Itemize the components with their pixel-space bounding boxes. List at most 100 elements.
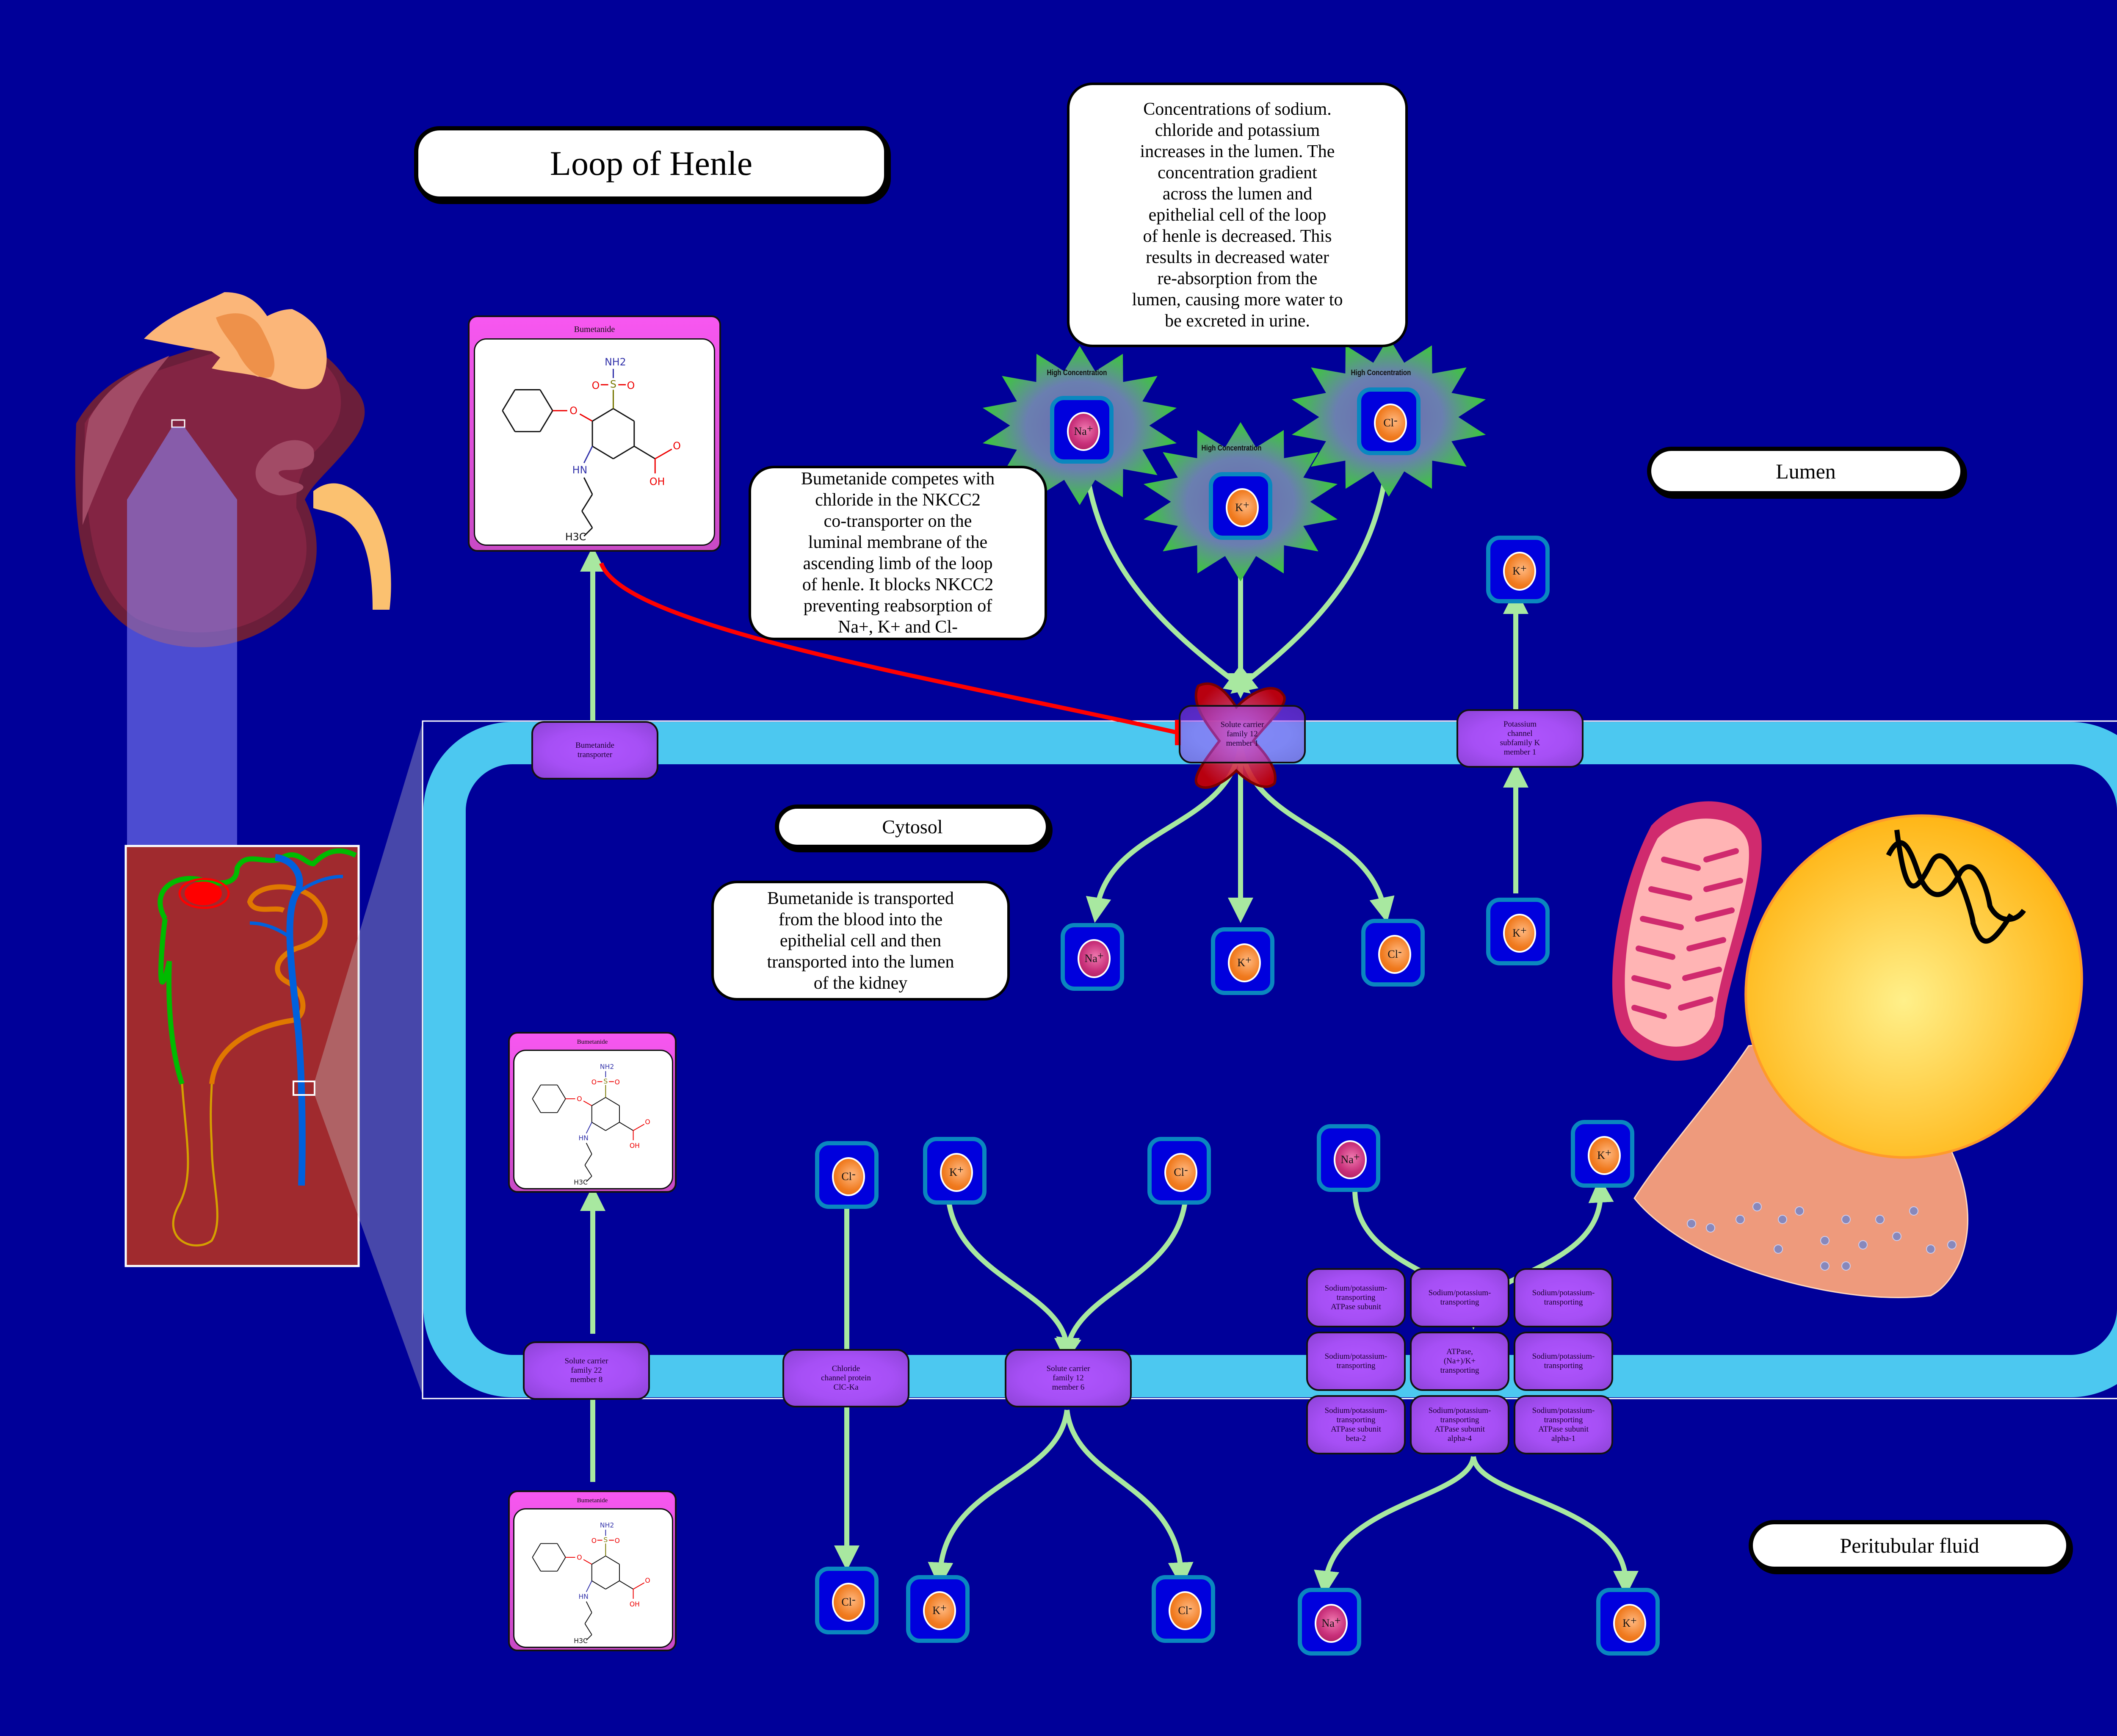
protein-slc12a6[interactable]: Solute carrier family 12 member 6 [1005,1349,1132,1407]
atom-label: H3C [574,1178,588,1186]
bond [586,1176,592,1182]
protein-atpase-subunit[interactable]: Sodium/potassium- transporting ATPase su… [1306,1395,1406,1454]
ion-k[interactable]: K+ [923,1137,987,1205]
protein-atpase-subunit[interactable]: Sodium/potassium- transporting [1410,1268,1509,1327]
ion-na[interactable]: Na+ [1050,396,1114,464]
ribosome-dot [1841,1215,1851,1224]
ion-k[interactable]: K+ [1596,1588,1660,1656]
bond [633,1582,645,1589]
kidney-illustration [75,292,391,847]
protein-nkcc2[interactable]: Solute carrier family 12 member 1 [1179,705,1306,763]
ribosome-dot [1774,1244,1783,1254]
bond [584,1165,592,1177]
k-ion-icon: K+ [1613,1604,1646,1643]
ribosome-dot [1706,1223,1715,1233]
ion-charge: - [1188,1602,1192,1614]
protein-atpase-subunit[interactable]: ATPase, (Na+)/K+ transporting [1410,1332,1509,1391]
ion-charge: + [1243,499,1249,511]
bond [586,1581,592,1592]
bond [581,494,593,511]
bond [634,445,655,459]
ion-symbol: K [1235,501,1244,514]
ribosome-dot [1909,1206,1918,1216]
ribosome-dot [1687,1219,1696,1228]
ion-cl[interactable]: Cl- [1357,387,1421,455]
bond [532,1543,541,1558]
ion-charge: + [1097,950,1104,962]
ion-cl[interactable]: Cl- [1147,1137,1211,1205]
bond [591,1580,606,1589]
atom-label: O [569,405,578,417]
bond [584,1612,592,1624]
atom-label: S [603,1536,608,1544]
ion-na[interactable]: Na+ [1061,923,1124,991]
atom-label: NH2 [605,356,626,368]
ion-cl[interactable]: Cl- [815,1141,879,1209]
k-ion-icon: K+ [1228,943,1261,982]
protein-bumetanide-transporter[interactable]: Bumetanide transporter [531,721,658,780]
atom-label: OH [630,1600,640,1608]
ion-na[interactable]: Na+ [1298,1588,1361,1656]
bond [539,389,553,411]
ion-symbol: K [1622,1617,1631,1629]
ion-k[interactable]: K+ [1486,536,1550,603]
cl-ion-icon: Cl- [1164,1153,1197,1192]
ion-charge: + [1245,954,1252,966]
ion-k[interactable]: K+ [1209,472,1272,540]
atom-label: H3C [565,531,586,543]
atom-label: O [645,1118,650,1126]
protein-atpase-subunit[interactable]: Sodium/potassium- transporting ATPase su… [1410,1395,1509,1454]
ion-charge: - [851,1593,856,1606]
ion-k[interactable]: K+ [906,1575,970,1643]
bond [583,1100,592,1106]
protein-atpase-subunit[interactable]: Sodium/potassium- transporting ATPase su… [1306,1268,1406,1327]
ion-symbol: Cl [841,1170,852,1183]
ion-na[interactable]: Na+ [1317,1124,1380,1192]
protein-atpase-subunit[interactable]: Sodium/potassium- transporting [1514,1332,1613,1391]
ribosome-dot [1820,1236,1830,1245]
ion-symbol: K [1512,927,1521,939]
na-ion-icon: Na+ [1078,939,1111,978]
cytosol-label: Cytosol [775,804,1050,849]
protein-kcnk1[interactable]: Potassium channel subfamily K member 1 [1456,709,1584,768]
ion-cl[interactable]: Cl- [1152,1575,1215,1643]
ion-symbol: Cl [1178,1604,1188,1617]
ion-cl[interactable]: Cl- [1361,919,1425,987]
ion-symbol: Cl [1383,417,1394,429]
atom-label: O [591,1078,597,1086]
bond [619,1580,634,1589]
protein-atpase-subunit[interactable]: Sodium/potassium- transporting ATPase su… [1514,1395,1613,1454]
cl-ion-icon: Cl- [1374,404,1407,442]
ion-charge: + [940,1602,947,1614]
ion-charge: - [851,1168,856,1180]
ion-cl[interactable]: Cl- [815,1567,879,1634]
ion-k[interactable]: K+ [1211,927,1274,995]
atom-label: O [577,1553,582,1561]
ion-k[interactable]: K+ [1486,898,1550,965]
atom-label: O [615,1078,620,1086]
atom-label: H3C [574,1636,588,1645]
protein-slc22a8[interactable]: Solute carrier family 22 member 8 [523,1341,650,1400]
bond [613,408,635,422]
atom-label: O [592,380,600,392]
bond [502,389,516,411]
protein-atpase-subunit[interactable]: Sodium/potassium- transporting [1306,1332,1406,1391]
cl-ion-icon: Cl- [832,1157,865,1196]
protein-atpase-subunit[interactable]: Sodium/potassium- transporting [1514,1268,1613,1327]
protein-clcka[interactable]: Chloride channel protein ClC-Ka [782,1349,909,1407]
ion-k[interactable]: K+ [1571,1120,1634,1188]
bond [605,1580,620,1589]
dna-icon [1886,829,2026,944]
ribosome-dot [1892,1232,1901,1241]
bond [586,1634,592,1641]
ion-charge: + [1605,1147,1611,1159]
bond [633,1124,645,1131]
ribosome-dot [1820,1261,1830,1271]
bond [591,1097,606,1106]
